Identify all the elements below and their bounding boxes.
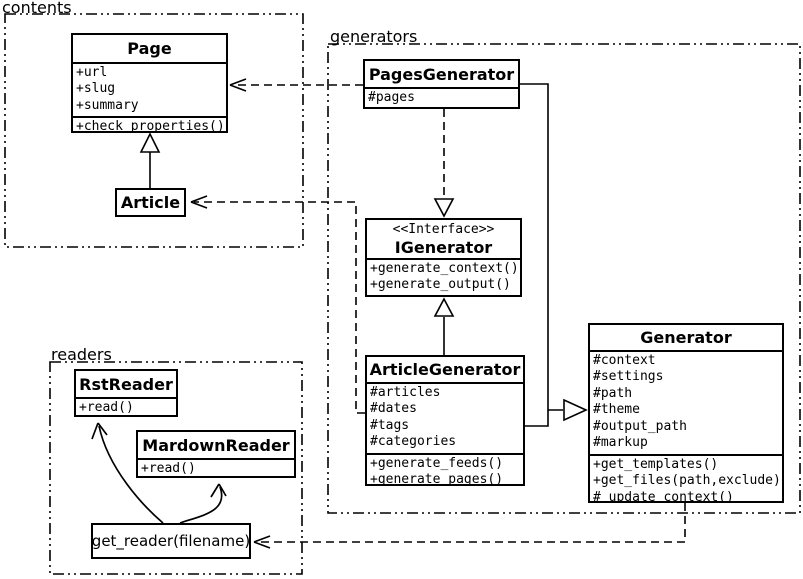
class-page-attributes: +url +slug +summary: [73, 62, 226, 116]
attribute: #settings: [593, 369, 664, 385]
class-igenerator-methods: +generate_context() +generate_output(): [367, 258, 520, 295]
class-articlegenerator-title: ArticleGenerator: [369, 360, 521, 379]
class-page-methods: +check_properties(): [73, 116, 226, 131]
open-arrowhead: [253, 535, 271, 549]
method: +generate_feeds(): [370, 456, 504, 471]
attribute: #path: [593, 385, 633, 401]
attribute: #context: [593, 353, 656, 368]
attribute: #categories: [370, 434, 457, 450]
generalization-arrowhead: [563, 398, 588, 422]
class-articlegenerator: ArticleGenerator #articles #dates #tags …: [365, 355, 525, 486]
class-articlegenerator-attributes: #articles #dates #tags #categories: [367, 382, 523, 453]
class-mardownreader: MardownReader +read(): [136, 430, 296, 478]
attribute: #output_path: [593, 418, 687, 434]
edge-getreader-to-mardownreader: [179, 486, 223, 524]
attribute: #pages: [368, 90, 415, 105]
method: +check_properties(): [76, 119, 225, 131]
class-page-title: Page: [127, 39, 172, 58]
class-articlegenerator-methods: +generate_feeds() +generate_pages(): [367, 453, 523, 484]
edge-articlegenerator-to-article: [194, 201, 365, 414]
method: +generate_output(): [370, 277, 511, 293]
attribute: #dates: [370, 401, 417, 417]
method: +generate_context(): [370, 261, 519, 276]
method: +get_templates(): [593, 457, 719, 472]
class-mardownreader-title: MardownReader: [142, 435, 290, 455]
class-generator-title: Generator: [640, 328, 732, 347]
package-readers-border: [49, 361, 303, 575]
class-mardownreader-methods: +read(): [138, 458, 294, 476]
class-pagesgenerator-title: PagesGenerator: [368, 64, 515, 84]
stereotype: <<Interface>>: [392, 222, 495, 237]
package-readers-label: readers: [51, 345, 112, 364]
open-arrowhead: [229, 78, 247, 92]
edge-generator-to-getreader: [257, 503, 686, 543]
class-generator-attributes: #context #settings #path #theme #output_…: [590, 350, 782, 454]
package-generators-border: [327, 43, 801, 514]
attribute: #markup: [593, 435, 648, 451]
class-rstreader: RstReader +read(): [74, 369, 178, 417]
realization-arrowhead: [433, 198, 455, 218]
class-rstreader-methods: +read(): [76, 397, 176, 415]
class-rstreader-title: RstReader: [79, 374, 173, 394]
edge-pagesgenerator-to-generator: [520, 83, 563, 411]
attribute: +slug: [76, 81, 116, 97]
class-igenerator-title: IGenerator: [394, 237, 493, 257]
edge-getreader-to-rstreader: [98, 425, 164, 524]
attribute: #tags: [370, 417, 410, 433]
package-contents-border: [4, 13, 304, 248]
method: +read(): [141, 461, 196, 476]
generalization-arrowhead: [139, 132, 161, 153]
class-generator: Generator #context #settings #path #them…: [588, 323, 784, 503]
method: +generate_pages(): [370, 472, 504, 484]
package-generators-label: generators: [330, 27, 418, 46]
attribute: #articles: [370, 385, 441, 400]
open-arrowhead: [210, 483, 227, 498]
class-page: Page +url +slug +summary +check_properti…: [71, 33, 228, 133]
open-arrowhead: [91, 422, 108, 440]
attribute: +url: [76, 65, 108, 80]
generalization-arrowhead: [433, 297, 455, 317]
method: +read(): [79, 400, 134, 415]
class-pagesgenerator: PagesGenerator #pages: [363, 59, 520, 109]
class-pagesgenerator-attributes: #pages: [365, 87, 518, 107]
attribute: +summary: [76, 97, 139, 113]
function-get-reader: get_reader(filename): [91, 523, 251, 559]
method: +get_files(path,exclude): [593, 473, 781, 489]
class-generator-methods: +get_templates() +get_files(path,exclude…: [590, 454, 782, 501]
attribute: #theme: [593, 402, 640, 418]
class-igenerator-title-block: <<Interface>> IGenerator: [367, 220, 520, 258]
edge-articlegenerator-to-generator: [525, 410, 549, 427]
method: #_update_context(): [593, 489, 734, 501]
open-arrowhead: [190, 195, 208, 209]
class-article: Article: [115, 188, 186, 217]
class-igenerator: <<Interface>> IGenerator +generate_conte…: [365, 218, 522, 297]
class-article-title: Article: [120, 193, 181, 212]
package-contents-label: contents: [2, 0, 72, 17]
